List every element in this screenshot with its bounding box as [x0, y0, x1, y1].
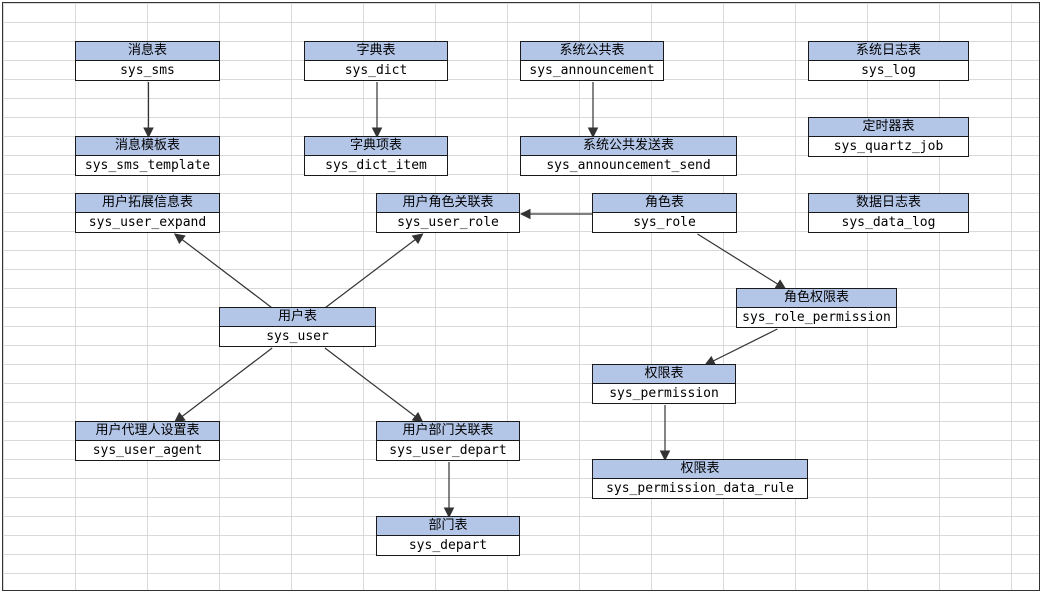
- table-name: sys_data_log: [841, 215, 936, 230]
- table-name: sys_announcement: [529, 63, 655, 78]
- table-label: 用户拓展信息表: [76, 194, 219, 213]
- table-name: sys_user_agent: [92, 443, 203, 458]
- relation-arrow-sys-user-to-sys-user-agent: [173, 347, 273, 423]
- table-sys-dict[interactable]: 字典表 sys_dict: [304, 41, 448, 81]
- relation-arrow-sys-role-permission-to-sys-permission: [704, 328, 778, 366]
- table-label: 定时器表: [809, 118, 968, 137]
- table-label: 用户代理人设置表: [76, 422, 219, 441]
- table-label: 部门表: [377, 517, 519, 536]
- table-sys-user[interactable]: 用户表 sys_user: [219, 307, 376, 347]
- table-sys-permission[interactable]: 权限表 sys_permission: [592, 364, 736, 404]
- table-name: sys_role_permission: [742, 310, 891, 325]
- table-sys-announcement-send[interactable]: 系统公共发送表 sys_announcement_send: [520, 136, 737, 176]
- table-sys-role[interactable]: 角色表 sys_role: [592, 193, 737, 233]
- table-name: sys_permission_data_rule: [606, 481, 794, 496]
- table-sys-dict-item[interactable]: 字典项表 sys_dict_item: [304, 136, 448, 176]
- table-name: sys_log: [861, 63, 916, 78]
- table-name: sys_user_role: [397, 215, 499, 230]
- table-label: 权限表: [593, 460, 807, 479]
- table-sys-data-log[interactable]: 数据日志表 sys_data_log: [808, 193, 969, 233]
- table-name: sys_dict_item: [325, 158, 427, 173]
- table-sys-log[interactable]: 系统日志表 sys_log: [808, 41, 969, 81]
- relation-arrow-sys-user-to-sys-user-depart: [324, 347, 424, 423]
- table-name: sys_announcement_send: [546, 158, 711, 173]
- table-sys-user-expand[interactable]: 用户拓展信息表 sys_user_expand: [75, 193, 220, 233]
- table-name: sys_quartz_job: [833, 139, 944, 154]
- table-sys-depart[interactable]: 部门表 sys_depart: [376, 516, 520, 556]
- table-name: sys_depart: [408, 538, 488, 553]
- table-sys-announcement[interactable]: 系统公共表 sys_announcement: [520, 41, 664, 81]
- table-label: 用户角色关联表: [377, 194, 519, 213]
- table-label: 消息模板表: [76, 137, 219, 156]
- table-sys-sms[interactable]: 消息表 sys_sms: [75, 41, 220, 81]
- table-name: sys_dict: [344, 63, 408, 78]
- table-sys-user-role[interactable]: 用户角色关联表 sys_user_role: [376, 193, 520, 233]
- relation-arrow-sys-user-to-sys-user-expand: [173, 233, 273, 309]
- table-label: 系统公共发送表: [521, 137, 736, 156]
- table-label: 数据日志表: [809, 194, 968, 213]
- table-label: 用户部门关联表: [377, 422, 519, 441]
- table-label: 用户表: [220, 308, 375, 327]
- table-label: 权限表: [593, 365, 735, 384]
- table-label: 字典表: [305, 42, 447, 61]
- table-sys-role-permission[interactable]: 角色权限表 sys_role_permission: [736, 288, 897, 328]
- table-sys-permission-data-rule[interactable]: 权限表 sys_permission_data_rule: [592, 459, 808, 499]
- table-label: 字典项表: [305, 137, 447, 156]
- relation-arrow-sys-user-to-sys-user-role: [324, 233, 424, 309]
- table-name: sys_user: [266, 329, 329, 344]
- relation-arrow-sys-role-to-sys-role-permission: [697, 233, 787, 290]
- table-sys-user-depart[interactable]: 用户部门关联表 sys_user_depart: [376, 421, 520, 461]
- table-name: sys_permission: [609, 386, 719, 401]
- table-name: sys_sms: [120, 63, 175, 78]
- table-sys-quartz-job[interactable]: 定时器表 sys_quartz_job: [808, 117, 969, 157]
- table-label: 系统公共表: [521, 42, 663, 61]
- table-name: sys_sms_template: [84, 158, 211, 173]
- table-label: 角色表: [593, 194, 736, 213]
- table-label: 系统日志表: [809, 42, 968, 61]
- table-name: sys_role: [633, 215, 696, 230]
- table-sys-sms-template[interactable]: 消息模板表 sys_sms_template: [75, 136, 220, 176]
- table-name: sys_user_expand: [88, 215, 207, 230]
- table-sys-user-agent[interactable]: 用户代理人设置表 sys_user_agent: [75, 421, 220, 461]
- table-label: 消息表: [76, 42, 219, 61]
- table-label: 角色权限表: [737, 289, 896, 308]
- table-name: sys_user_depart: [389, 443, 507, 458]
